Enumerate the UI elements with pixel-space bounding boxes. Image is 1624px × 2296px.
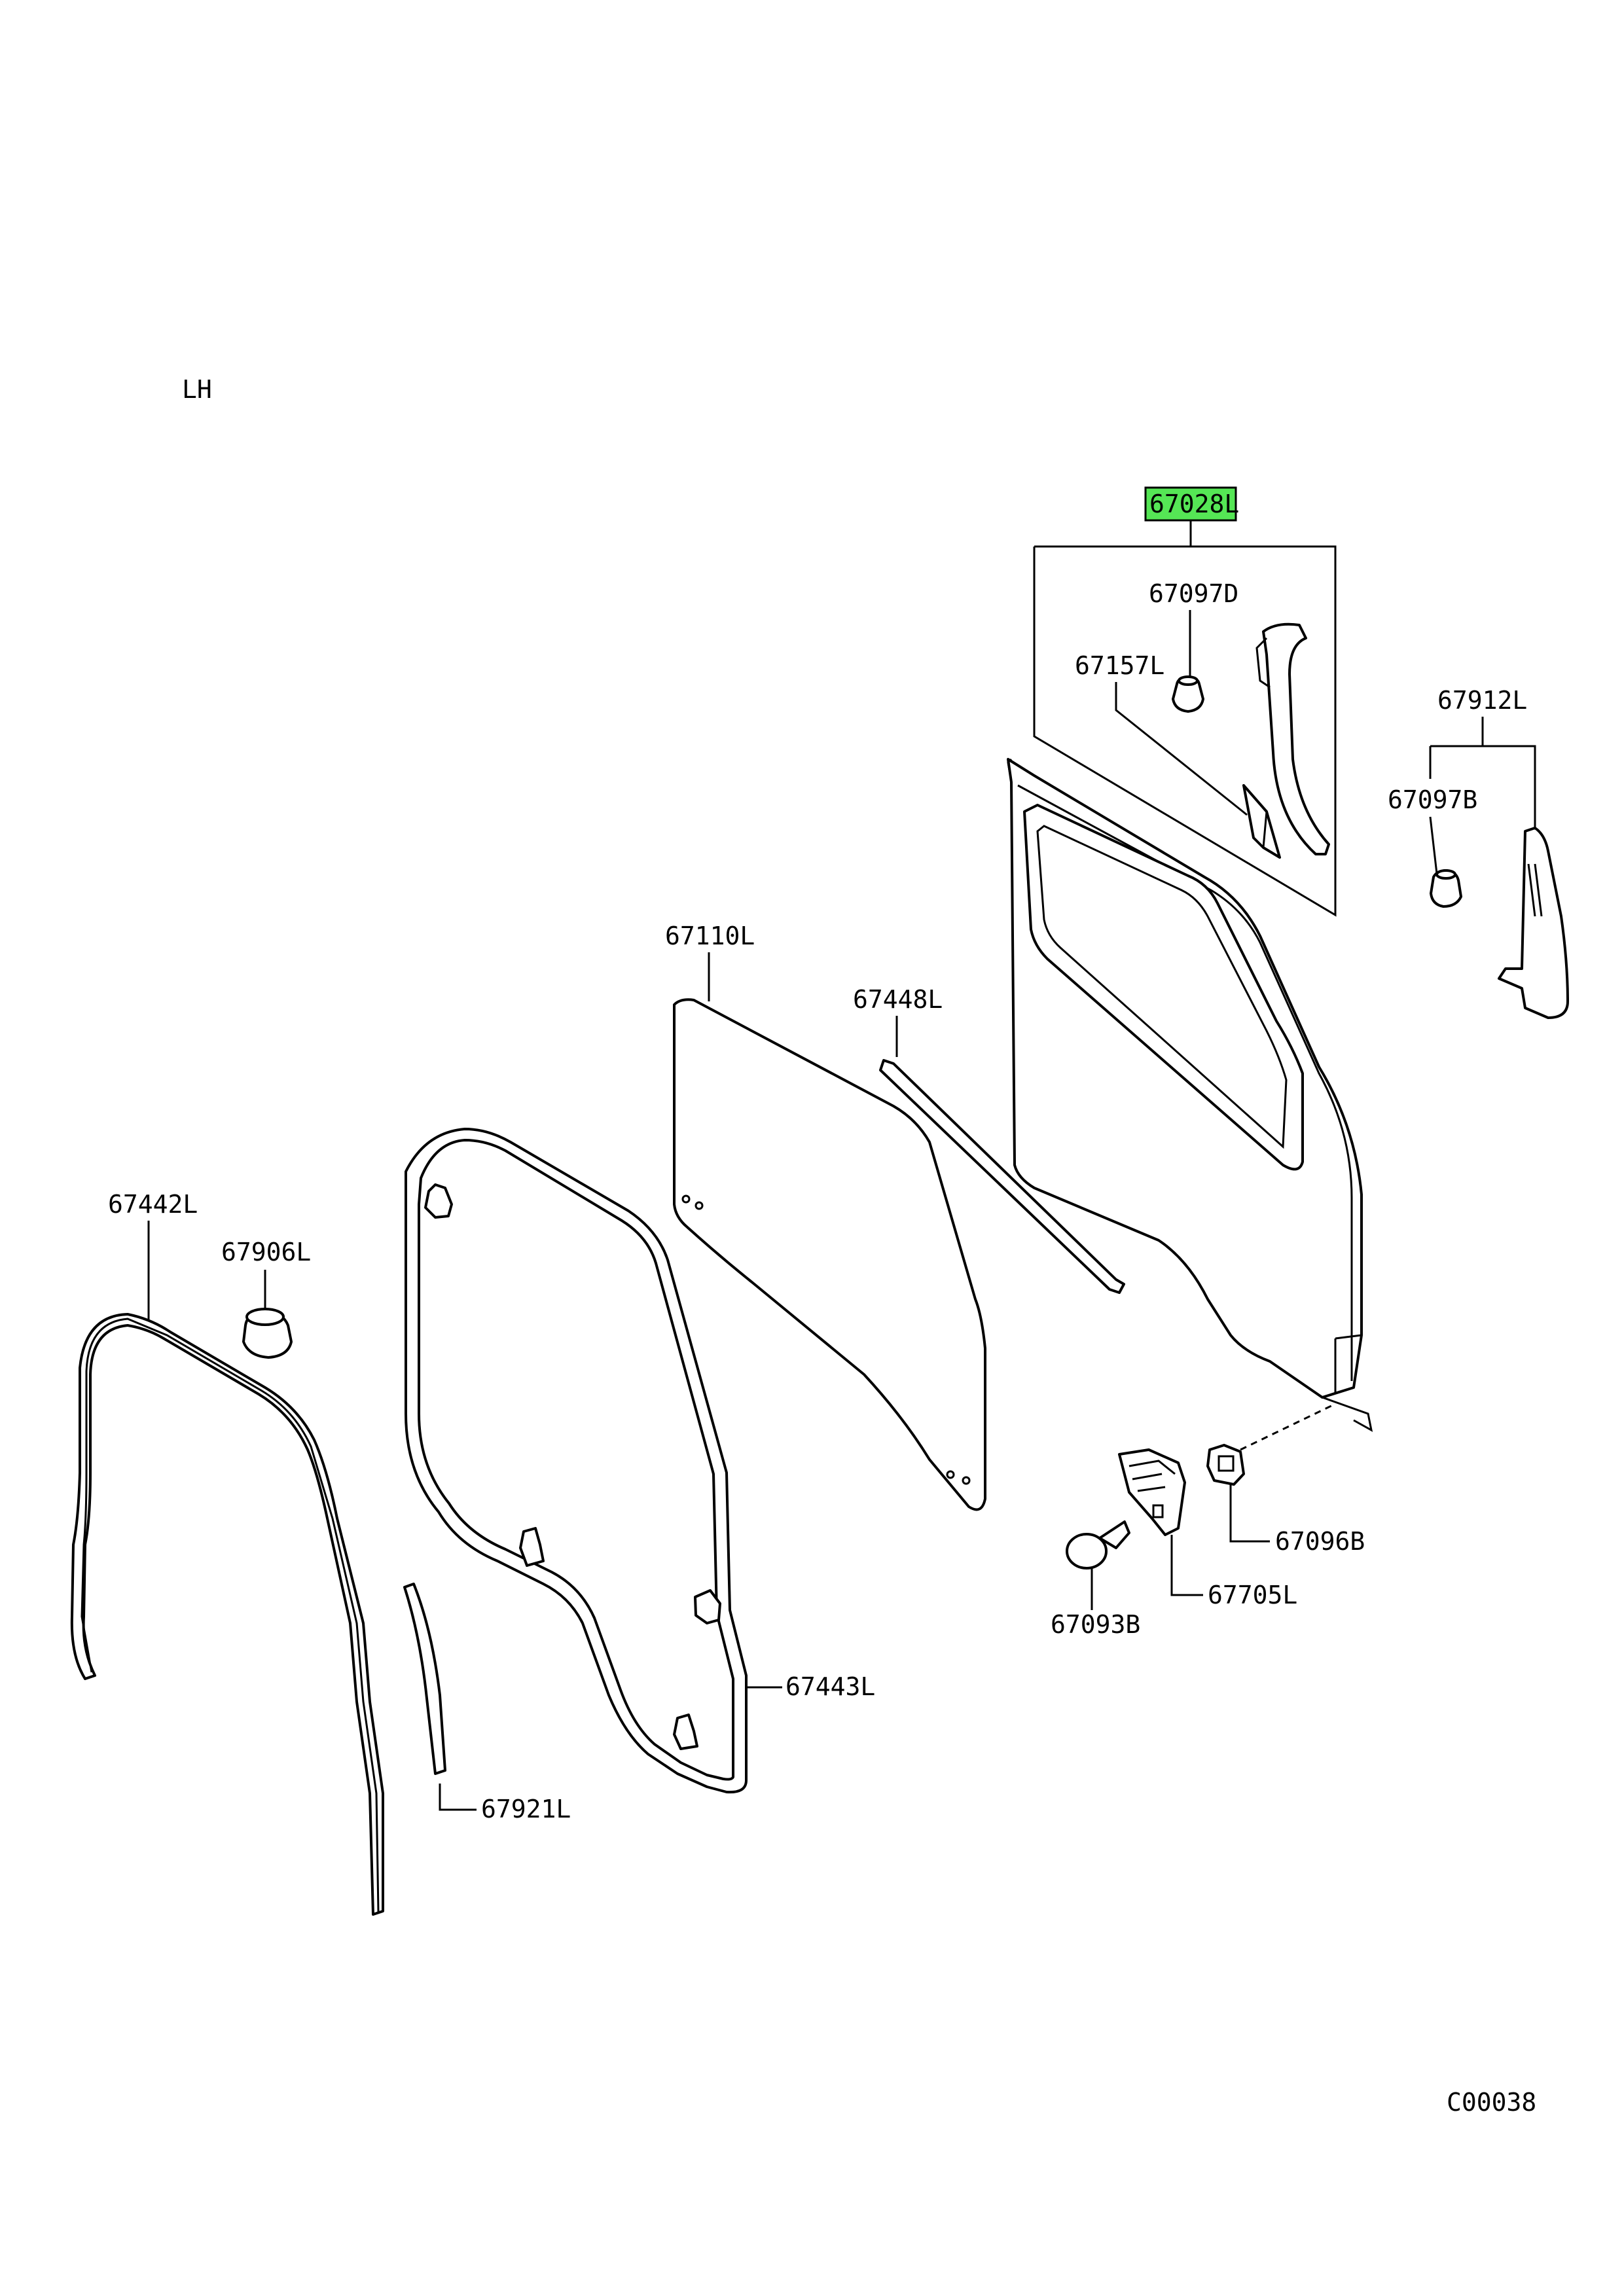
- pillar-trim-67157L[interactable]: [1262, 622, 1330, 855]
- part-group-67705L: 67705L: [1118, 1448, 1297, 1609]
- part-group-67110L: 67110L: [665, 922, 986, 1511]
- bracket-67705L[interactable]: [1118, 1448, 1186, 1536]
- clip-icon: [424, 1183, 453, 1219]
- assembly-bracket-67028L: [1033, 545, 1337, 917]
- callout-67097B[interactable]: 67097B: [1388, 785, 1477, 814]
- callout-67097D[interactable]: 67097D: [1149, 579, 1238, 608]
- callout-67443L[interactable]: 67443L: [785, 1672, 875, 1701]
- part-group-67443L: 67443L: [405, 1128, 875, 1794]
- part-group-67921L: 67921L: [403, 1583, 571, 1823]
- callout-67906L[interactable]: 67906L: [221, 1238, 311, 1266]
- callout-67096B[interactable]: 67096B: [1275, 1527, 1365, 1556]
- fastener-67093B-icon[interactable]: [1098, 1520, 1130, 1549]
- door-panel-67110L[interactable]: [673, 998, 986, 1511]
- part-group-67093B: 67093B: [1051, 1520, 1140, 1639]
- drawing-code: C00038: [1447, 2088, 1536, 2117]
- part-group-67442L: 67442L: [70, 1190, 384, 1916]
- clip-67096B-icon[interactable]: [1206, 1444, 1245, 1486]
- part-group-67448L: 67448L: [853, 985, 1125, 1294]
- part-group-67096B: 67096B: [1206, 1403, 1365, 1556]
- clip-icon: [519, 1527, 545, 1567]
- callout-67705L[interactable]: 67705L: [1208, 1581, 1297, 1609]
- part-group-67028L: 67028L 67097D 67157L: [1007, 486, 1373, 1432]
- callout-67912L[interactable]: 67912L: [1437, 686, 1527, 715]
- callout-67157L[interactable]: 67157L: [1075, 651, 1164, 680]
- clip-icon: [673, 1713, 698, 1750]
- seal-strip-67921L[interactable]: [403, 1583, 446, 1775]
- callout-67921L[interactable]: 67921L: [481, 1795, 571, 1823]
- callout-67093B[interactable]: 67093B: [1051, 1610, 1140, 1639]
- weatherstrip-67442L[interactable]: [70, 1313, 384, 1916]
- part-group-67906L: 67906L: [221, 1238, 311, 1359]
- clip-icon: [694, 1589, 721, 1624]
- side-label: LH: [182, 375, 212, 404]
- pillar-garnish-67912L[interactable]: [1498, 827, 1569, 1019]
- belt-molding-67448L[interactable]: [879, 1059, 1125, 1294]
- part-group-67912L: 67912L 67097B: [1388, 686, 1569, 1019]
- window-opening: [1023, 804, 1304, 1171]
- callout-67448L[interactable]: 67448L: [853, 985, 943, 1014]
- callout-67028L[interactable]: 67028L: [1149, 490, 1239, 518]
- weatherstrip-67443L-inner: [418, 1139, 734, 1781]
- callout-67442L[interactable]: 67442L: [108, 1190, 198, 1219]
- callout-67110L[interactable]: 67110L: [665, 922, 755, 950]
